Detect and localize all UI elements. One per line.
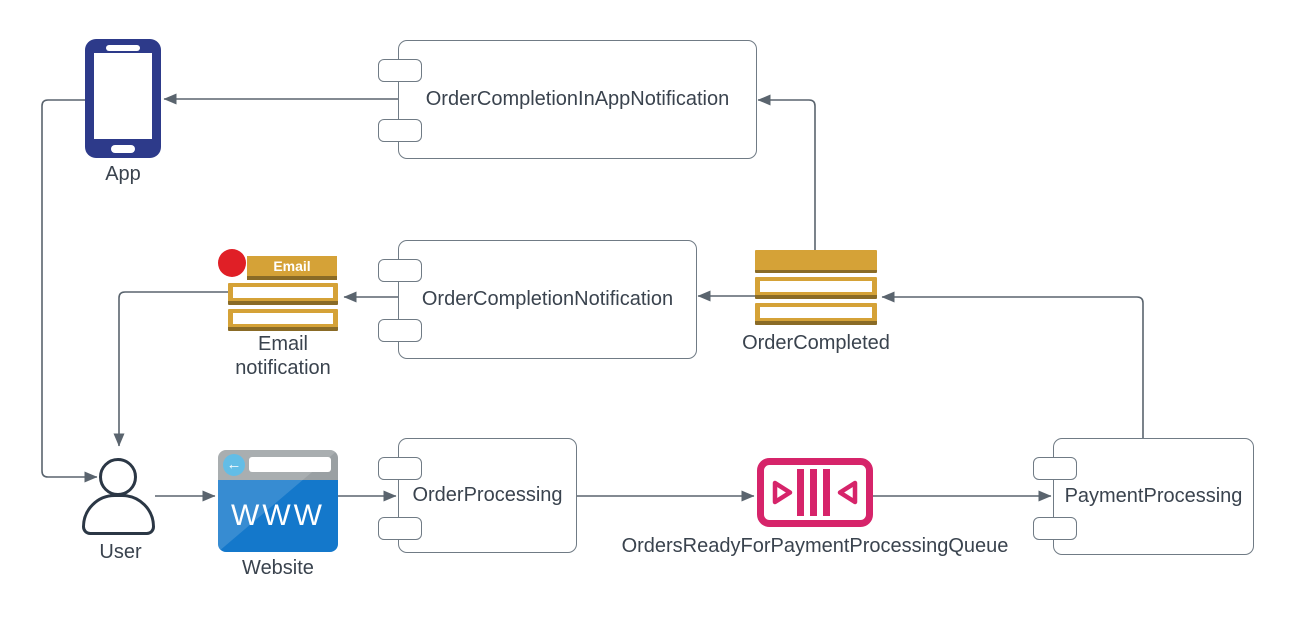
connector-email-to-user bbox=[113, 291, 228, 447]
notification-dot-icon bbox=[218, 249, 246, 277]
phone-screen bbox=[94, 53, 152, 139]
browser-toolbar: ← bbox=[218, 450, 338, 480]
component-port bbox=[378, 517, 422, 540]
app-label: App bbox=[105, 163, 141, 185]
component-port bbox=[378, 319, 422, 342]
component-label: OrderCompletionNotification bbox=[421, 288, 674, 310]
website-label: Website bbox=[242, 557, 314, 579]
message-bar bbox=[755, 250, 877, 273]
person-icon[interactable] bbox=[82, 458, 155, 536]
message-bar bbox=[755, 303, 877, 325]
component-label: OrderCompletionInAppNotification bbox=[425, 88, 730, 110]
component-label: OrderProcessing bbox=[412, 484, 563, 506]
browser-body: WWW bbox=[218, 480, 338, 552]
email-notification-icon[interactable]: Email bbox=[218, 249, 338, 335]
message-bar bbox=[228, 309, 338, 331]
connector-app-to-user bbox=[41, 99, 98, 483]
address-bar bbox=[249, 457, 331, 472]
component-port bbox=[378, 119, 422, 142]
message-bar bbox=[228, 283, 338, 305]
component-order-processing[interactable]: OrderProcessing bbox=[378, 438, 577, 553]
component-order-completion-in-app-notification[interactable]: OrderCompletionInAppNotification bbox=[378, 40, 757, 159]
browser-icon[interactable]: ← WWW bbox=[218, 450, 338, 552]
connector-payment-processing-to-order-completed bbox=[881, 291, 1144, 438]
queue-icon[interactable] bbox=[757, 458, 873, 527]
component-port bbox=[378, 59, 422, 82]
component-port bbox=[1033, 457, 1077, 480]
back-arrow-icon: ← bbox=[223, 454, 245, 476]
order-completed-label: OrderCompleted bbox=[742, 332, 890, 354]
email-banner: Email bbox=[247, 256, 337, 280]
phone-home-button bbox=[111, 145, 135, 153]
www-text: WWW bbox=[231, 499, 325, 532]
person-torso bbox=[82, 494, 155, 535]
component-order-completion-notification[interactable]: OrderCompletionNotification bbox=[378, 240, 697, 359]
component-label: PaymentProcessing bbox=[1064, 485, 1243, 507]
phone-speaker bbox=[106, 45, 140, 51]
person-head bbox=[99, 458, 137, 496]
component-port bbox=[1033, 517, 1077, 540]
order-completed-icon[interactable] bbox=[755, 250, 877, 329]
component-port bbox=[378, 259, 422, 282]
email-notification-label: Email notification bbox=[235, 333, 331, 379]
queue-label: OrdersReadyForPaymentProcessingQueue bbox=[621, 535, 1009, 557]
component-payment-processing[interactable]: PaymentProcessing bbox=[1033, 438, 1254, 555]
message-bar bbox=[755, 277, 877, 299]
component-port bbox=[378, 457, 422, 480]
user-label: User bbox=[99, 541, 142, 563]
connector-order-completed-to-inapp-notification bbox=[757, 94, 816, 250]
smartphone-icon[interactable] bbox=[85, 39, 161, 158]
